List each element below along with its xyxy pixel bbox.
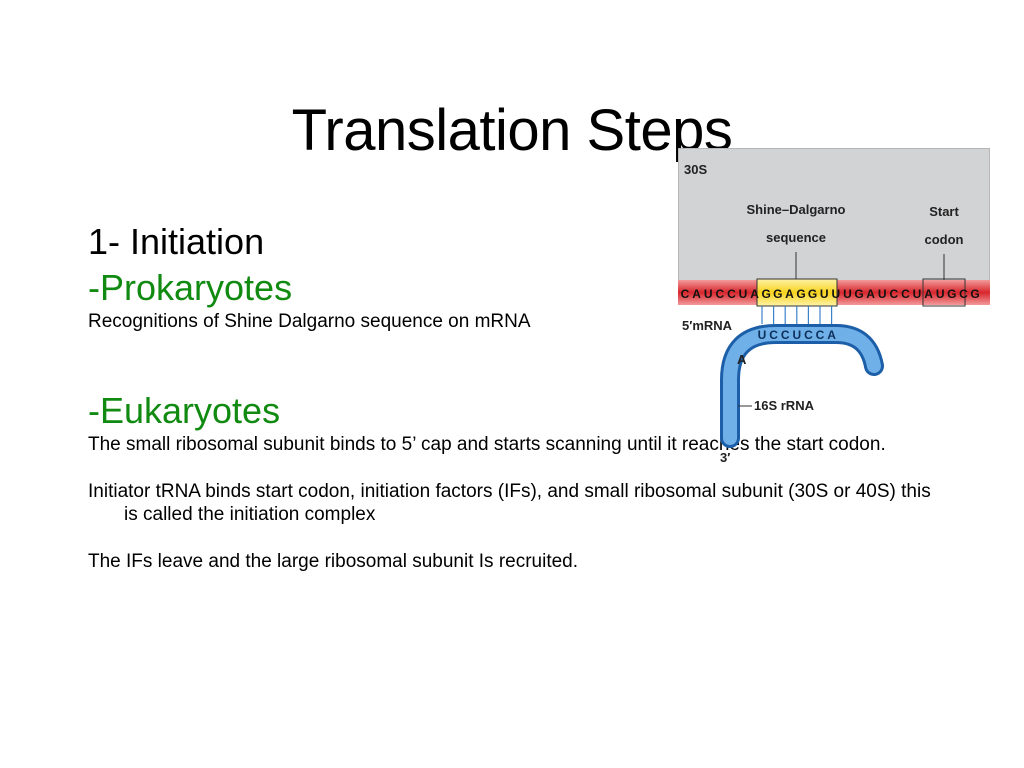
ribosome-panel	[678, 148, 990, 298]
mrna-label: 5′mRNA	[682, 318, 733, 333]
start-codon-box	[922, 278, 966, 307]
mrna-base: U	[913, 287, 922, 301]
heading-initiation: 1- Initiation	[88, 221, 265, 262]
rrna-bend-base: A	[737, 352, 747, 367]
rrna-base: U	[758, 328, 767, 342]
mrna-base: A	[750, 287, 759, 301]
heading-prokaryotes: -Prokaryotes	[88, 267, 293, 308]
mrna-base: C	[959, 287, 968, 301]
rrna-label: 16S rRNA	[754, 398, 815, 413]
rrna-base: A	[827, 328, 836, 342]
mrna-base: U	[739, 287, 748, 301]
mrna-base: A	[866, 287, 875, 301]
rrna-base: C	[804, 328, 813, 342]
mrna-base: U	[878, 287, 887, 301]
mrna-base: G	[947, 287, 956, 301]
rrna-strand-outline	[720, 324, 884, 448]
mrna-base: U	[936, 287, 945, 301]
mrna-base: G	[796, 287, 805, 301]
start-label-line2: codon	[925, 232, 964, 247]
mrna-base: U	[704, 287, 713, 301]
mrna-base: G	[854, 287, 863, 301]
slide-title: Translation Steps	[291, 98, 733, 163]
mrna-base: A	[692, 287, 701, 301]
mrna-base: C	[727, 287, 736, 301]
mrna-base: U	[831, 287, 840, 301]
sd-label-line2: sequence	[766, 230, 826, 245]
prokaryote-text: Recognitions of Shine Dalgarno sequence …	[88, 311, 531, 332]
eukaryote-paragraph-2: Initiator tRNA binds start codon, initia…	[88, 481, 931, 525]
mrna-base: U	[843, 287, 852, 301]
rrna-base: C	[816, 328, 825, 342]
mrna-base: G	[762, 287, 771, 301]
mrna-base: G	[970, 287, 979, 301]
mrna-base: C	[681, 287, 690, 301]
mrna-base: A	[924, 287, 933, 301]
subunit-label: 30S	[684, 162, 707, 177]
figure-svg: 30S Shine–Dalgarno sequence Start codon …	[678, 148, 990, 465]
mrna-base: U	[820, 287, 829, 301]
mrna-base: C	[889, 287, 898, 301]
shine-dalgarno-figure: 30S Shine–Dalgarno sequence Start codon …	[678, 148, 990, 470]
rrna-base: U	[792, 328, 801, 342]
rrna-base: C	[781, 328, 790, 342]
mrna-base: G	[808, 287, 817, 301]
eukaryote-paragraph-1: The small ribosomal subunit binds to 5’ …	[88, 434, 886, 455]
mrna-base: A	[785, 287, 794, 301]
rrna-strand	[723, 327, 881, 445]
mrna-base: C	[901, 287, 910, 301]
mrna-base: G	[773, 287, 782, 301]
sd-label-line1: Shine–Dalgarno	[747, 202, 846, 217]
mrna-base: C	[715, 287, 724, 301]
base-pair-lines	[761, 306, 833, 324]
rrna-end-label: 3′	[720, 450, 730, 465]
slide-body: 1- Initiation -Prokaryotes Recognitions …	[88, 218, 948, 573]
sd-sequence-highlight	[756, 278, 838, 307]
heading-eukaryotes: -Eukaryotes	[88, 390, 281, 431]
start-label-line1: Start	[929, 204, 959, 219]
rrna-base: C	[769, 328, 778, 342]
eukaryote-paragraph-3: The IFs leave and the large ribosomal su…	[88, 551, 579, 572]
